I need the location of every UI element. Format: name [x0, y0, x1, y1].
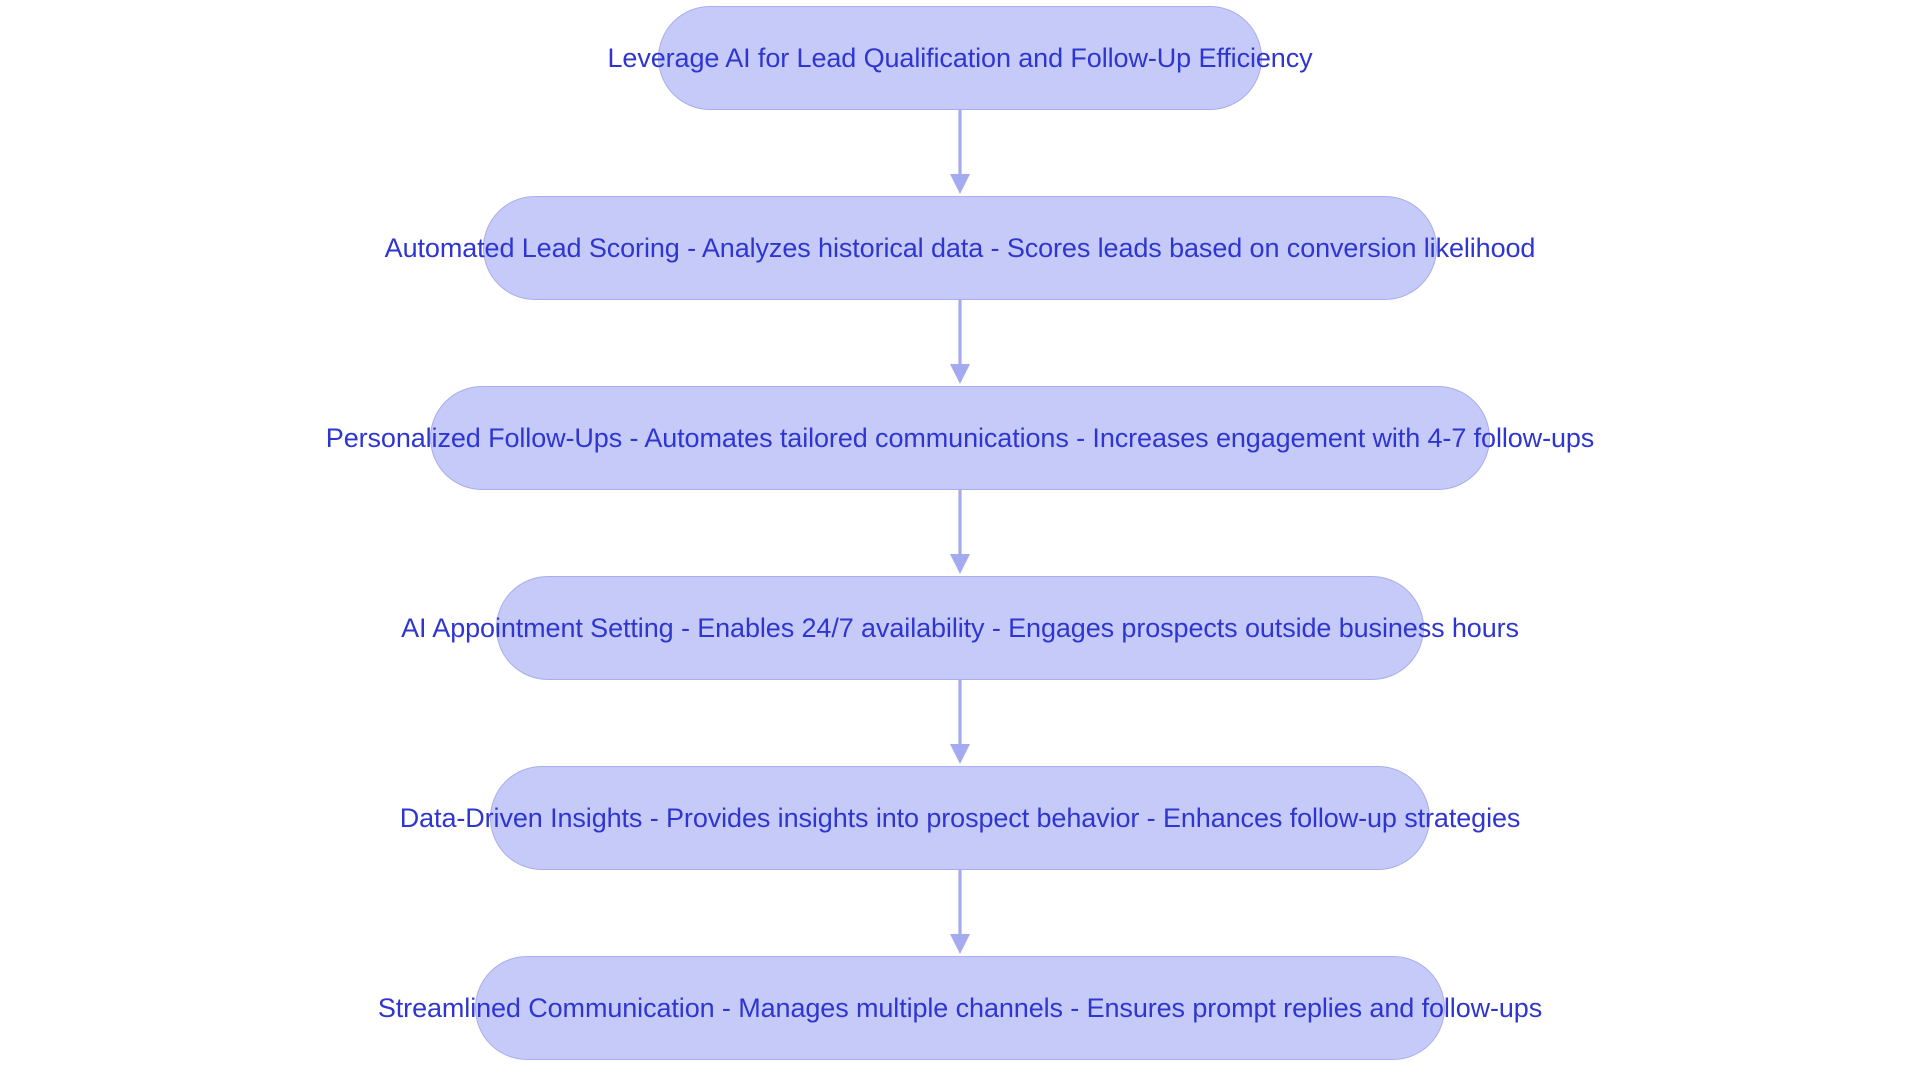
connector-2-3	[0, 300, 1920, 386]
flowchart-node-3[interactable]: Personalized Follow-Ups - Automates tail…	[326, 386, 1594, 490]
flowchart-node-6-label: Streamlined Communication - Manages mult…	[377, 992, 1543, 1023]
node-row-5: Data-Driven Insights - Provides insights…	[0, 766, 1920, 870]
flowchart-node-2[interactable]: Automated Lead Scoring - Analyzes histor…	[385, 196, 1535, 300]
connector-5-6	[0, 870, 1920, 956]
flowchart-node-4[interactable]: AI Appointment Setting - Enables 24/7 av…	[401, 576, 1519, 680]
arrow-down-icon	[950, 300, 970, 384]
flowchart-node-2-label: Automated Lead Scoring - Analyzes histor…	[384, 232, 1536, 263]
flowchart-node-5-label: Data-Driven Insights - Provides insights…	[399, 802, 1521, 833]
flowchart-node-1-label: Leverage AI for Lead Qualification and F…	[607, 42, 1313, 73]
connector-1-2	[0, 110, 1920, 196]
flowchart-node-3-label: Personalized Follow-Ups - Automates tail…	[325, 422, 1595, 453]
arrow-down-icon	[950, 870, 970, 954]
node-row-3: Personalized Follow-Ups - Automates tail…	[0, 386, 1920, 490]
arrow-down-icon	[950, 680, 970, 764]
arrow-down-icon	[950, 110, 970, 194]
node-row-4: AI Appointment Setting - Enables 24/7 av…	[0, 576, 1920, 680]
flowchart-node-5[interactable]: Data-Driven Insights - Provides insights…	[400, 766, 1520, 870]
flowchart-node-4-label: AI Appointment Setting - Enables 24/7 av…	[401, 612, 1519, 643]
connector-4-5	[0, 680, 1920, 766]
connector-3-4	[0, 490, 1920, 576]
node-row-1: Leverage AI for Lead Qualification and F…	[0, 6, 1920, 110]
node-row-6: Streamlined Communication - Manages mult…	[0, 956, 1920, 1060]
node-row-2: Automated Lead Scoring - Analyzes histor…	[0, 196, 1920, 300]
flowchart-node-1[interactable]: Leverage AI for Lead Qualification and F…	[608, 6, 1313, 110]
arrow-down-icon	[950, 490, 970, 574]
flowchart-node-6[interactable]: Streamlined Communication - Manages mult…	[378, 956, 1542, 1060]
